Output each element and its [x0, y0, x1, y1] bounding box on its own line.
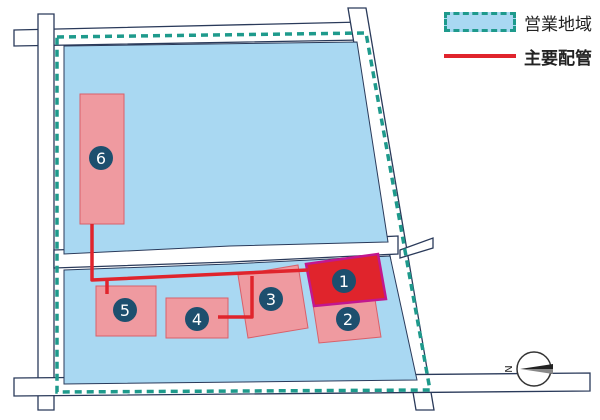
marker-2: 2: [336, 307, 360, 331]
main-pipe-swatch: [444, 54, 516, 58]
sales-area-boundary: [55, 31, 433, 394]
road-east-spur: [399, 237, 434, 259]
compass-needle-dark: [520, 364, 553, 369]
compass: N: [504, 351, 553, 387]
sales-area-block-north: [63, 41, 389, 255]
compass-north-label: N: [504, 365, 515, 372]
marker-1-label: 1: [339, 272, 349, 291]
buildings: [79, 93, 388, 344]
road-west: [37, 13, 55, 411]
main-pipe-branch-4: [218, 276, 254, 319]
marker-3-label: 3: [266, 290, 276, 309]
marker-6-label: 6: [96, 149, 106, 168]
marker-4-label: 4: [192, 310, 202, 329]
marker-4: 4: [185, 307, 209, 331]
marker-2-label: 2: [343, 310, 353, 329]
marker-6: 6: [89, 146, 113, 170]
compass-needle-light: [520, 369, 553, 374]
sales-area-swatch: [444, 12, 516, 32]
legend-item-sales-area: 営業地域: [444, 10, 592, 35]
marker-1: 1: [332, 269, 356, 293]
legend-label-main-pipe: 主要配管: [524, 48, 592, 69]
legend-label-sales-area: 営業地域: [524, 14, 592, 35]
marker-5-label: 5: [120, 301, 130, 320]
marker-3: 3: [259, 287, 283, 311]
legend-item-main-pipe: 主要配管: [444, 44, 592, 69]
marker-5: 5: [113, 298, 137, 322]
legend: 営業地域 主要配管: [444, 10, 592, 78]
building-markers: 6 5 4 3 2 1: [89, 146, 360, 331]
main-pipe: [90, 224, 309, 282]
